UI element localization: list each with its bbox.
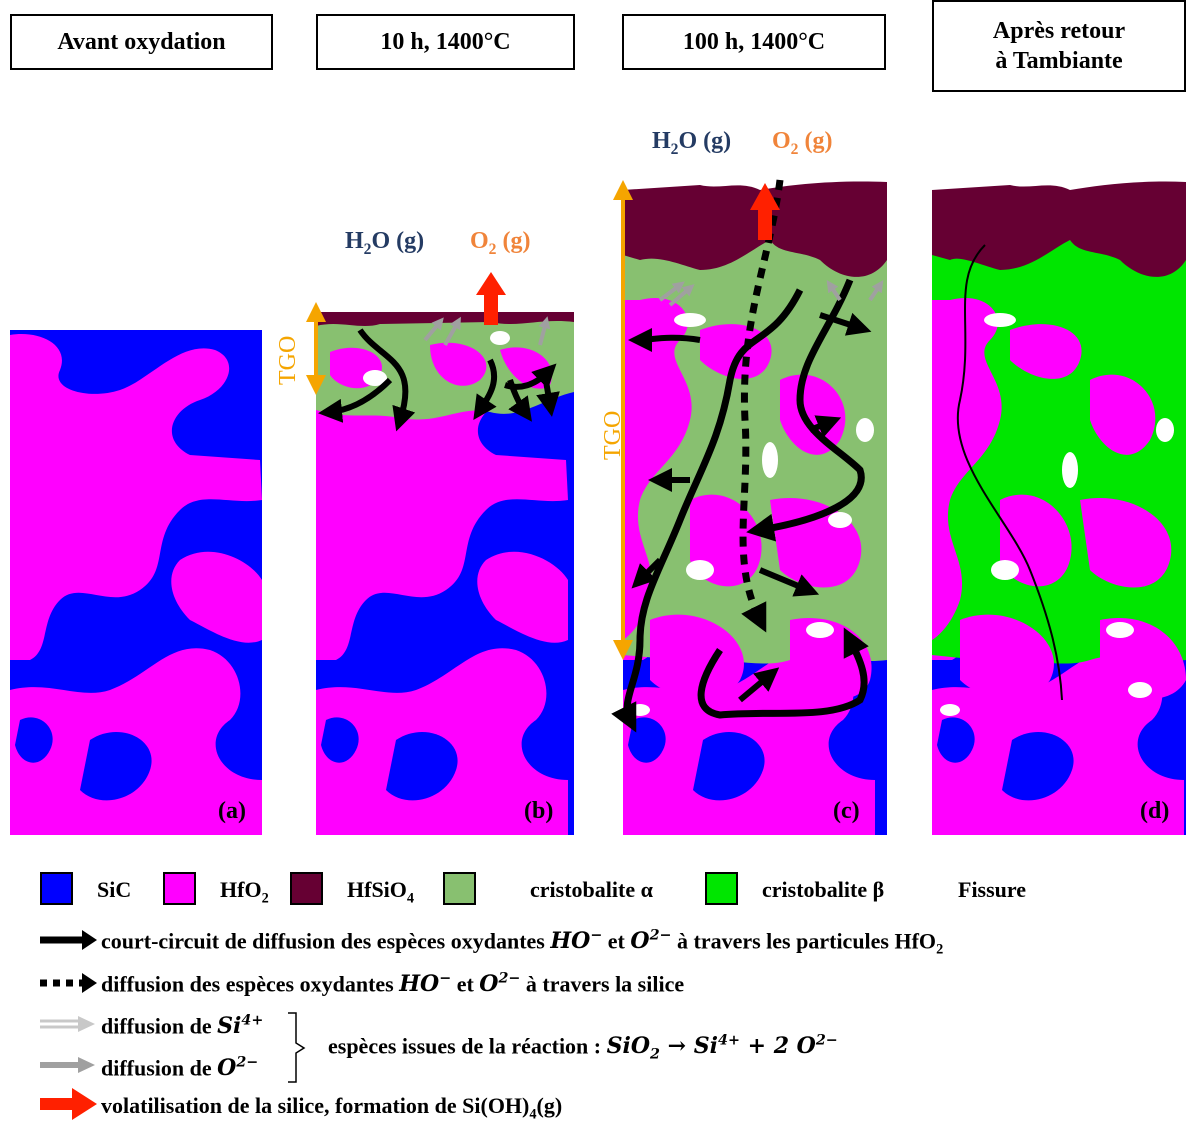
panel-c bbox=[611, 179, 887, 835]
header-apres-retour: Après retour à Tambiante bbox=[932, 0, 1186, 92]
panel-label-b: (b) bbox=[524, 798, 554, 824]
h2o-label-c: H2O (g) bbox=[652, 128, 732, 158]
legend-bracket bbox=[288, 1012, 306, 1083]
legend-line-si-diffusion: diffusion de Si4+ bbox=[101, 1013, 264, 1040]
cristobalite-beta-swatch bbox=[705, 872, 738, 905]
panel-d bbox=[932, 181, 1186, 835]
legend-line-o-diffusion: diffusion de O2− bbox=[101, 1055, 259, 1082]
tgo-label-b: TGO bbox=[275, 335, 301, 385]
header-100h: 100 h, 1400°C bbox=[622, 14, 886, 70]
cristobalite-beta-legend-label: cristobalite β bbox=[762, 877, 885, 902]
panel-label-c: (c) bbox=[833, 798, 860, 824]
header-text: 100 h, 1400°C bbox=[682, 29, 826, 55]
header-10h: 10 h, 1400°C bbox=[316, 14, 575, 70]
sic-swatch bbox=[40, 872, 73, 905]
h2o-label-b: H2O (g) bbox=[345, 228, 425, 258]
reaction-label: espèces issues de la réaction : SiO2 → S… bbox=[328, 1033, 838, 1063]
legend-line-volatilisation: volatilisation de la silice, formation d… bbox=[101, 1093, 563, 1123]
header-text: 10 h, 1400°C bbox=[380, 29, 511, 55]
microstructure-diagram bbox=[10, 179, 1186, 835]
silica-diffusion-arrowhead-icon bbox=[82, 973, 97, 993]
hfo2-legend-label: HfO2 bbox=[220, 877, 269, 907]
hfsio4-swatch bbox=[290, 872, 323, 905]
header-avant-oxydation: Avant oxydation bbox=[10, 14, 273, 70]
hfo2-swatch bbox=[163, 872, 196, 905]
header-text: Avant oxydation bbox=[57, 29, 226, 55]
si-diffusion-arrowhead-icon bbox=[78, 1016, 95, 1032]
cristobalite-alpha-swatch bbox=[443, 872, 476, 905]
legend-line-short-circuit: court-circuit de diffusion des espèces o… bbox=[101, 928, 944, 958]
panel-label-a: (a) bbox=[218, 798, 246, 824]
sic-legend-label: SiC bbox=[97, 877, 132, 902]
short-circuit-arrowhead-icon bbox=[82, 930, 97, 950]
volatilisation-arrow-icon bbox=[40, 1088, 97, 1120]
panel-label-d: (d) bbox=[1140, 798, 1170, 824]
header-text: à Tambiante bbox=[995, 48, 1123, 74]
header-text: Après retour bbox=[992, 18, 1126, 44]
o-diffusion-arrowhead-icon bbox=[78, 1057, 95, 1073]
panel-b bbox=[306, 272, 574, 835]
tgo-label-c: TGO bbox=[600, 410, 626, 460]
o2-label-b: O2 (g) bbox=[470, 228, 531, 258]
fissure-legend-label: Fissure bbox=[958, 877, 1027, 902]
hfsio4-legend-label: HfSiO4 bbox=[347, 877, 415, 907]
cristobalite-alpha-legend-label: cristobalite α bbox=[530, 877, 653, 902]
legend-arrows bbox=[40, 930, 97, 1120]
o2-label-c: O2 (g) bbox=[772, 128, 833, 158]
legend-line-silica-diffusion: diffusion des espèces oxydantes HO− et O… bbox=[101, 971, 685, 998]
panel-a bbox=[10, 330, 262, 835]
